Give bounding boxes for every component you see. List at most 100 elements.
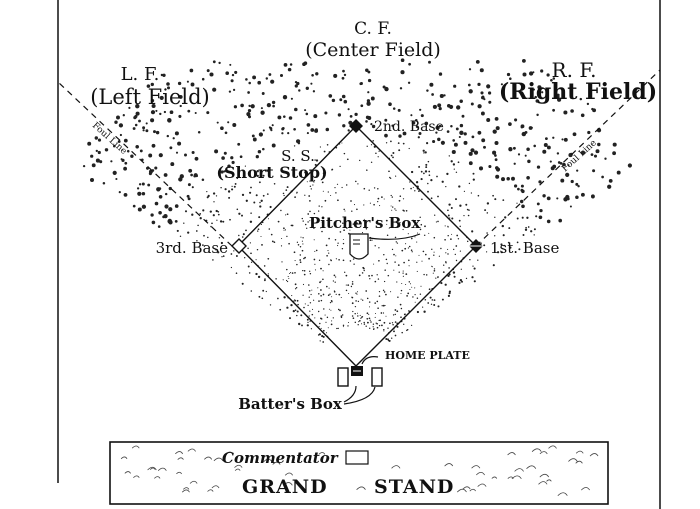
stipple-dot xyxy=(486,118,491,122)
stipple-dot xyxy=(281,132,284,135)
center-field-abbr: C. F. xyxy=(354,19,392,39)
stipple-dot xyxy=(556,152,560,155)
stipple-dot xyxy=(206,191,208,193)
stipple-dot xyxy=(89,177,95,183)
stipple-dot xyxy=(294,196,296,198)
stipple-dot xyxy=(580,192,585,197)
stand-crowd-mark xyxy=(539,473,550,478)
stipple-dot xyxy=(378,295,381,297)
stipple-dot xyxy=(113,144,116,148)
stipple-dot xyxy=(337,327,339,330)
stipple-dot xyxy=(337,308,340,311)
stipple-dot xyxy=(258,295,261,298)
stipple-dot xyxy=(261,244,263,246)
stipple-dot xyxy=(521,189,525,194)
stipple-dot xyxy=(233,105,238,109)
stipple-dot xyxy=(595,149,600,154)
stipple-dot xyxy=(112,170,117,175)
stipple-dot xyxy=(402,188,405,190)
stipple-dot xyxy=(458,185,461,188)
stipple-dot xyxy=(370,161,373,164)
stipple-dot xyxy=(420,223,423,226)
stipple-dot xyxy=(255,194,258,197)
stipple-dot xyxy=(377,200,379,203)
stipple-dot xyxy=(535,215,538,218)
stipple-dot xyxy=(293,145,296,147)
stipple-dot xyxy=(343,152,346,155)
stipple-dot xyxy=(320,289,322,291)
stipple-dot xyxy=(245,229,247,232)
stipple-dot xyxy=(406,329,408,332)
stipple-dot xyxy=(451,149,456,155)
stipple-dot xyxy=(119,133,122,137)
stipple-dot xyxy=(400,70,405,75)
stipple-dot xyxy=(368,313,370,315)
stipple-dot xyxy=(148,169,153,174)
stand-crowd-mark xyxy=(234,464,243,468)
stipple-dot xyxy=(468,68,472,71)
stipple-dot xyxy=(428,174,431,177)
stipple-dot xyxy=(322,190,324,192)
stipple-dot xyxy=(189,68,194,73)
stipple-dot xyxy=(227,164,231,169)
stipple-dot xyxy=(341,248,344,250)
stipple-dot xyxy=(309,270,311,272)
stipple-dot xyxy=(455,127,459,131)
stipple-dot xyxy=(155,130,160,135)
stipple-dot xyxy=(134,123,138,127)
stipple-dot xyxy=(543,143,548,147)
stipple-dot xyxy=(321,335,324,338)
stipple-dot xyxy=(440,282,443,285)
stipple-dot xyxy=(494,154,497,157)
stipple-dot xyxy=(87,141,92,146)
stipple-dot xyxy=(438,124,442,128)
stipple-dot xyxy=(457,238,460,240)
stipple-dot xyxy=(494,235,496,237)
stipple-dot xyxy=(313,239,315,241)
stipple-dot xyxy=(354,112,358,117)
stipple-dot xyxy=(377,219,379,222)
stipple-dot xyxy=(252,75,257,80)
batters-box-pointer-2 xyxy=(343,386,376,405)
stipple-dot xyxy=(294,107,298,112)
second-base-marker xyxy=(349,119,363,133)
stipple-dot xyxy=(326,144,329,146)
stipple-dot xyxy=(284,229,286,231)
stipple-dot xyxy=(443,264,445,266)
stipple-dot xyxy=(374,245,376,247)
stipple-dot xyxy=(356,222,358,224)
stipple-dot xyxy=(313,227,315,229)
stipple-dot xyxy=(448,155,450,157)
stipple-dot xyxy=(351,210,353,212)
stipple-dot xyxy=(311,74,314,77)
stipple-dot xyxy=(398,271,400,273)
stipple-dot xyxy=(320,294,322,297)
stipple-dot xyxy=(141,204,147,209)
stipple-dot xyxy=(220,241,224,245)
stipple-dot xyxy=(402,228,404,231)
stipple-dot xyxy=(447,214,450,217)
stipple-dot xyxy=(418,132,422,135)
stipple-dot xyxy=(167,118,172,123)
stipple-dot xyxy=(362,266,365,269)
stipple-dot xyxy=(369,278,371,280)
stipple-dot xyxy=(552,77,556,80)
stipple-dot xyxy=(385,293,387,296)
stand-crowd-mark xyxy=(469,488,476,492)
stipple-dot xyxy=(367,78,372,83)
stipple-dot xyxy=(407,81,411,84)
stipple-dot xyxy=(592,169,596,173)
stipple-dot xyxy=(492,194,494,197)
stipple-dot xyxy=(361,316,363,318)
stipple-dot xyxy=(460,268,462,270)
stipple-dot xyxy=(370,321,372,323)
stipple-dot xyxy=(287,67,292,72)
stipple-dot xyxy=(507,241,510,244)
stipple-dot xyxy=(477,104,482,109)
stipple-dot xyxy=(303,273,306,276)
stipple-dot xyxy=(472,178,475,181)
stipple-dot xyxy=(187,231,190,234)
stipple-dot xyxy=(541,91,544,94)
stipple-dot xyxy=(415,119,418,122)
stipple-dot xyxy=(410,324,413,327)
